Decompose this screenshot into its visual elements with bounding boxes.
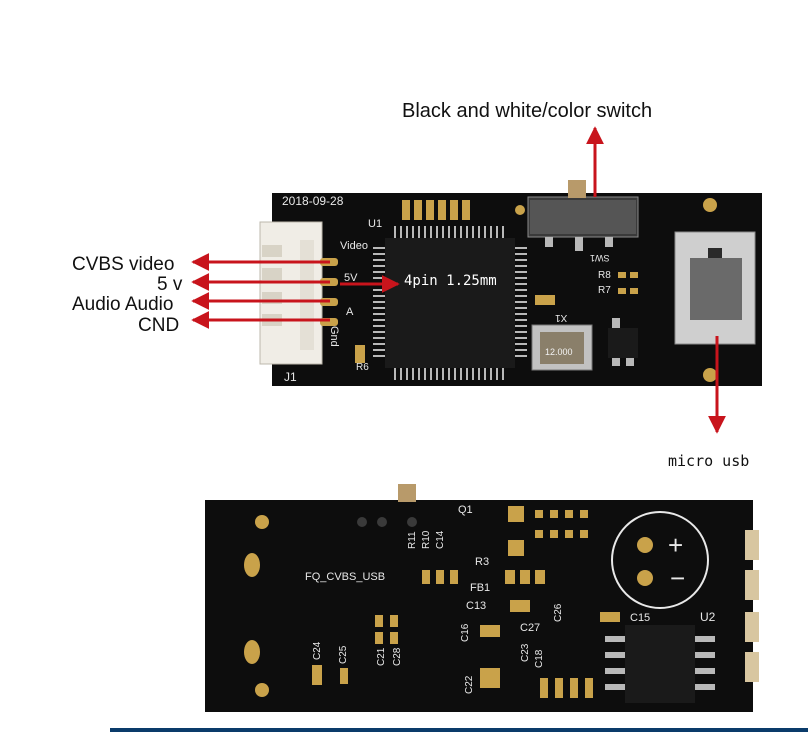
micro-usb-port bbox=[674, 231, 756, 345]
top-board bbox=[259, 180, 762, 386]
mount-pad bbox=[703, 368, 717, 382]
pcb-video: Video bbox=[340, 240, 368, 252]
mount-pad bbox=[515, 205, 525, 215]
pcb-date: 2018-09-28 bbox=[282, 194, 344, 208]
pcb-c26: C26 bbox=[553, 603, 564, 622]
smd-components bbox=[355, 272, 638, 363]
pcb-c21: C21 bbox=[376, 647, 387, 666]
audio-label: Audio Audio bbox=[72, 294, 174, 315]
u1-chip bbox=[373, 226, 527, 380]
mount-pads bbox=[244, 515, 269, 697]
micro-usb-label: micro usb bbox=[668, 452, 750, 470]
pcb-board-name: FQ_CVBS_USB bbox=[305, 571, 386, 583]
u2-chip bbox=[605, 625, 715, 703]
pcb-minus: − bbox=[670, 563, 686, 593]
board-edge-strip bbox=[110, 728, 808, 732]
pcb-c18: C18 bbox=[534, 649, 545, 668]
pcb-sw: SW1 bbox=[590, 253, 610, 263]
pcb-c24: C24 bbox=[312, 641, 323, 660]
pcb-r3: R3 bbox=[475, 556, 490, 568]
pcb-c14: C14 bbox=[435, 530, 446, 549]
pcb-c15: C15 bbox=[630, 612, 651, 624]
pcb-c22: C22 bbox=[464, 675, 475, 694]
pcb-r10: R10 bbox=[421, 530, 432, 549]
pcb-c25: C25 bbox=[338, 645, 349, 664]
cvbs-label: CVBS video bbox=[72, 254, 175, 275]
pcb-u2: U2 bbox=[700, 610, 716, 624]
pcb-fb1: FB1 bbox=[470, 582, 491, 594]
power-label: 5 v bbox=[157, 274, 183, 295]
switch-nub bbox=[398, 484, 416, 502]
jst-connector bbox=[259, 221, 323, 365]
vias bbox=[357, 517, 417, 527]
pcb-a: A bbox=[346, 306, 354, 318]
connector-label: 4pin 1.25mm bbox=[404, 273, 497, 289]
annotation-arrows bbox=[191, 126, 726, 434]
pcb-gnd: Gnd bbox=[328, 326, 340, 347]
ground-label: CND bbox=[138, 315, 180, 336]
pcb-c23: C23 bbox=[520, 643, 531, 662]
pcb-u1: U1 bbox=[368, 218, 383, 230]
bottom-board bbox=[110, 484, 808, 732]
pcb-r8: R8 bbox=[598, 270, 611, 281]
side-connector bbox=[745, 530, 759, 682]
pcb-crystal: 12.000 bbox=[545, 347, 573, 357]
pcb-c28: C28 bbox=[392, 647, 403, 666]
sot-regulator bbox=[608, 318, 638, 366]
pcb-c13: C13 bbox=[466, 600, 487, 612]
pcb-r7: R7 bbox=[598, 285, 611, 296]
slide-switch bbox=[527, 180, 639, 251]
electrolytic-cap-outline bbox=[611, 511, 709, 609]
pcb-5v: 5V bbox=[344, 272, 358, 284]
pcb-r11: R11 bbox=[407, 531, 418, 549]
pcb-c16: C16 bbox=[460, 623, 471, 642]
pcb-plus: + bbox=[668, 530, 684, 560]
header-pads bbox=[402, 200, 470, 220]
pcb-x1: X1 bbox=[555, 312, 568, 323]
pcb-c27: C27 bbox=[520, 622, 541, 634]
switch-label: Black and white/color switch bbox=[402, 100, 653, 122]
mount-pad bbox=[703, 198, 717, 212]
pcb-j1: J1 bbox=[284, 370, 297, 384]
crystal-x1 bbox=[531, 324, 593, 371]
pcb-r6: R6 bbox=[356, 362, 369, 373]
smd-pads bbox=[312, 506, 620, 698]
pcb-q1: Q1 bbox=[458, 504, 473, 516]
